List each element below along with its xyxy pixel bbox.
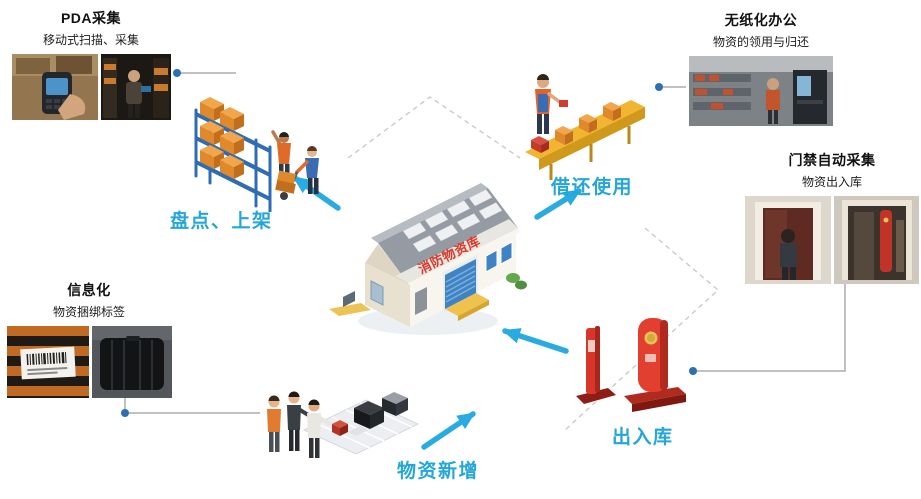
warehouse-gable-wall — [365, 263, 410, 327]
arrow-to-borrow — [534, 188, 582, 220]
access-connector-line — [696, 280, 846, 372]
access-title: 门禁自动采集 — [788, 152, 876, 168]
label-in-out-warehouse: 出入库 — [612, 427, 674, 448]
worker-picking — [271, 130, 291, 180]
equipment-case-photo — [91, 326, 172, 398]
dashed-path-right — [564, 227, 720, 431]
gate-small — [576, 326, 616, 404]
group-paperless: 无纸化办公 物资的领用与归还 — [687, 10, 835, 126]
warehouse-building: 消防物资库 — [329, 183, 527, 335]
dashed-path-top — [347, 96, 521, 159]
label-inventory-shelving: 盘点、上架 — [170, 211, 273, 232]
pda-photos — [10, 54, 172, 120]
gate-large — [624, 318, 686, 412]
paperless-photos — [687, 56, 835, 126]
info-subtitle: 物资捆绑标签 — [52, 305, 125, 319]
paperless-title: 无纸化办公 — [724, 12, 798, 28]
group-pda: PDA采集 移动式扫描、采集 — [10, 8, 172, 120]
access-door-photo-1 — [745, 196, 831, 284]
access-subtitle: 物资出入库 — [801, 175, 862, 189]
info-title: 信息化 — [67, 282, 111, 298]
new-material-scene — [267, 391, 420, 458]
group-info: 信息化 物资捆绑标签 — [6, 280, 172, 398]
bush — [506, 273, 520, 283]
pda-handheld-photo — [11, 54, 98, 120]
security-gates-scene — [576, 318, 686, 412]
paperless-subtitle: 物资的领用与归还 — [712, 35, 809, 49]
pda-subtitle: 移动式扫描、采集 — [42, 33, 139, 47]
arrow-from-gates — [502, 328, 569, 354]
loading-ramp — [445, 293, 489, 316]
worker-scanning — [535, 74, 568, 134]
info-connector-dot — [121, 409, 129, 417]
shelf-boxes — [200, 97, 244, 179]
pda-title: PDA采集 — [60, 10, 122, 26]
paperless-office-photo — [689, 56, 833, 126]
roof-skylights — [402, 189, 503, 253]
pda-scanning-photo — [100, 54, 171, 120]
equipment-items — [332, 392, 408, 436]
label-borrow-return: 借还使用 — [551, 177, 634, 198]
access-connector-dot — [689, 367, 697, 375]
paperless-connector-dot — [655, 83, 663, 91]
group-access: 门禁自动采集 物资出入库 — [744, 150, 920, 284]
label-new-material: 物资新增 — [397, 461, 480, 482]
label-tag-photo — [6, 326, 89, 398]
access-door-photo-2 — [834, 196, 919, 284]
access-photos — [744, 196, 920, 284]
people-group — [267, 391, 332, 458]
conveyor-boxes — [531, 102, 621, 153]
conveyor-scene — [525, 74, 645, 180]
pda-connector-dot — [173, 69, 181, 77]
arrow-from-new-material — [421, 411, 476, 450]
info-photos — [6, 326, 172, 398]
